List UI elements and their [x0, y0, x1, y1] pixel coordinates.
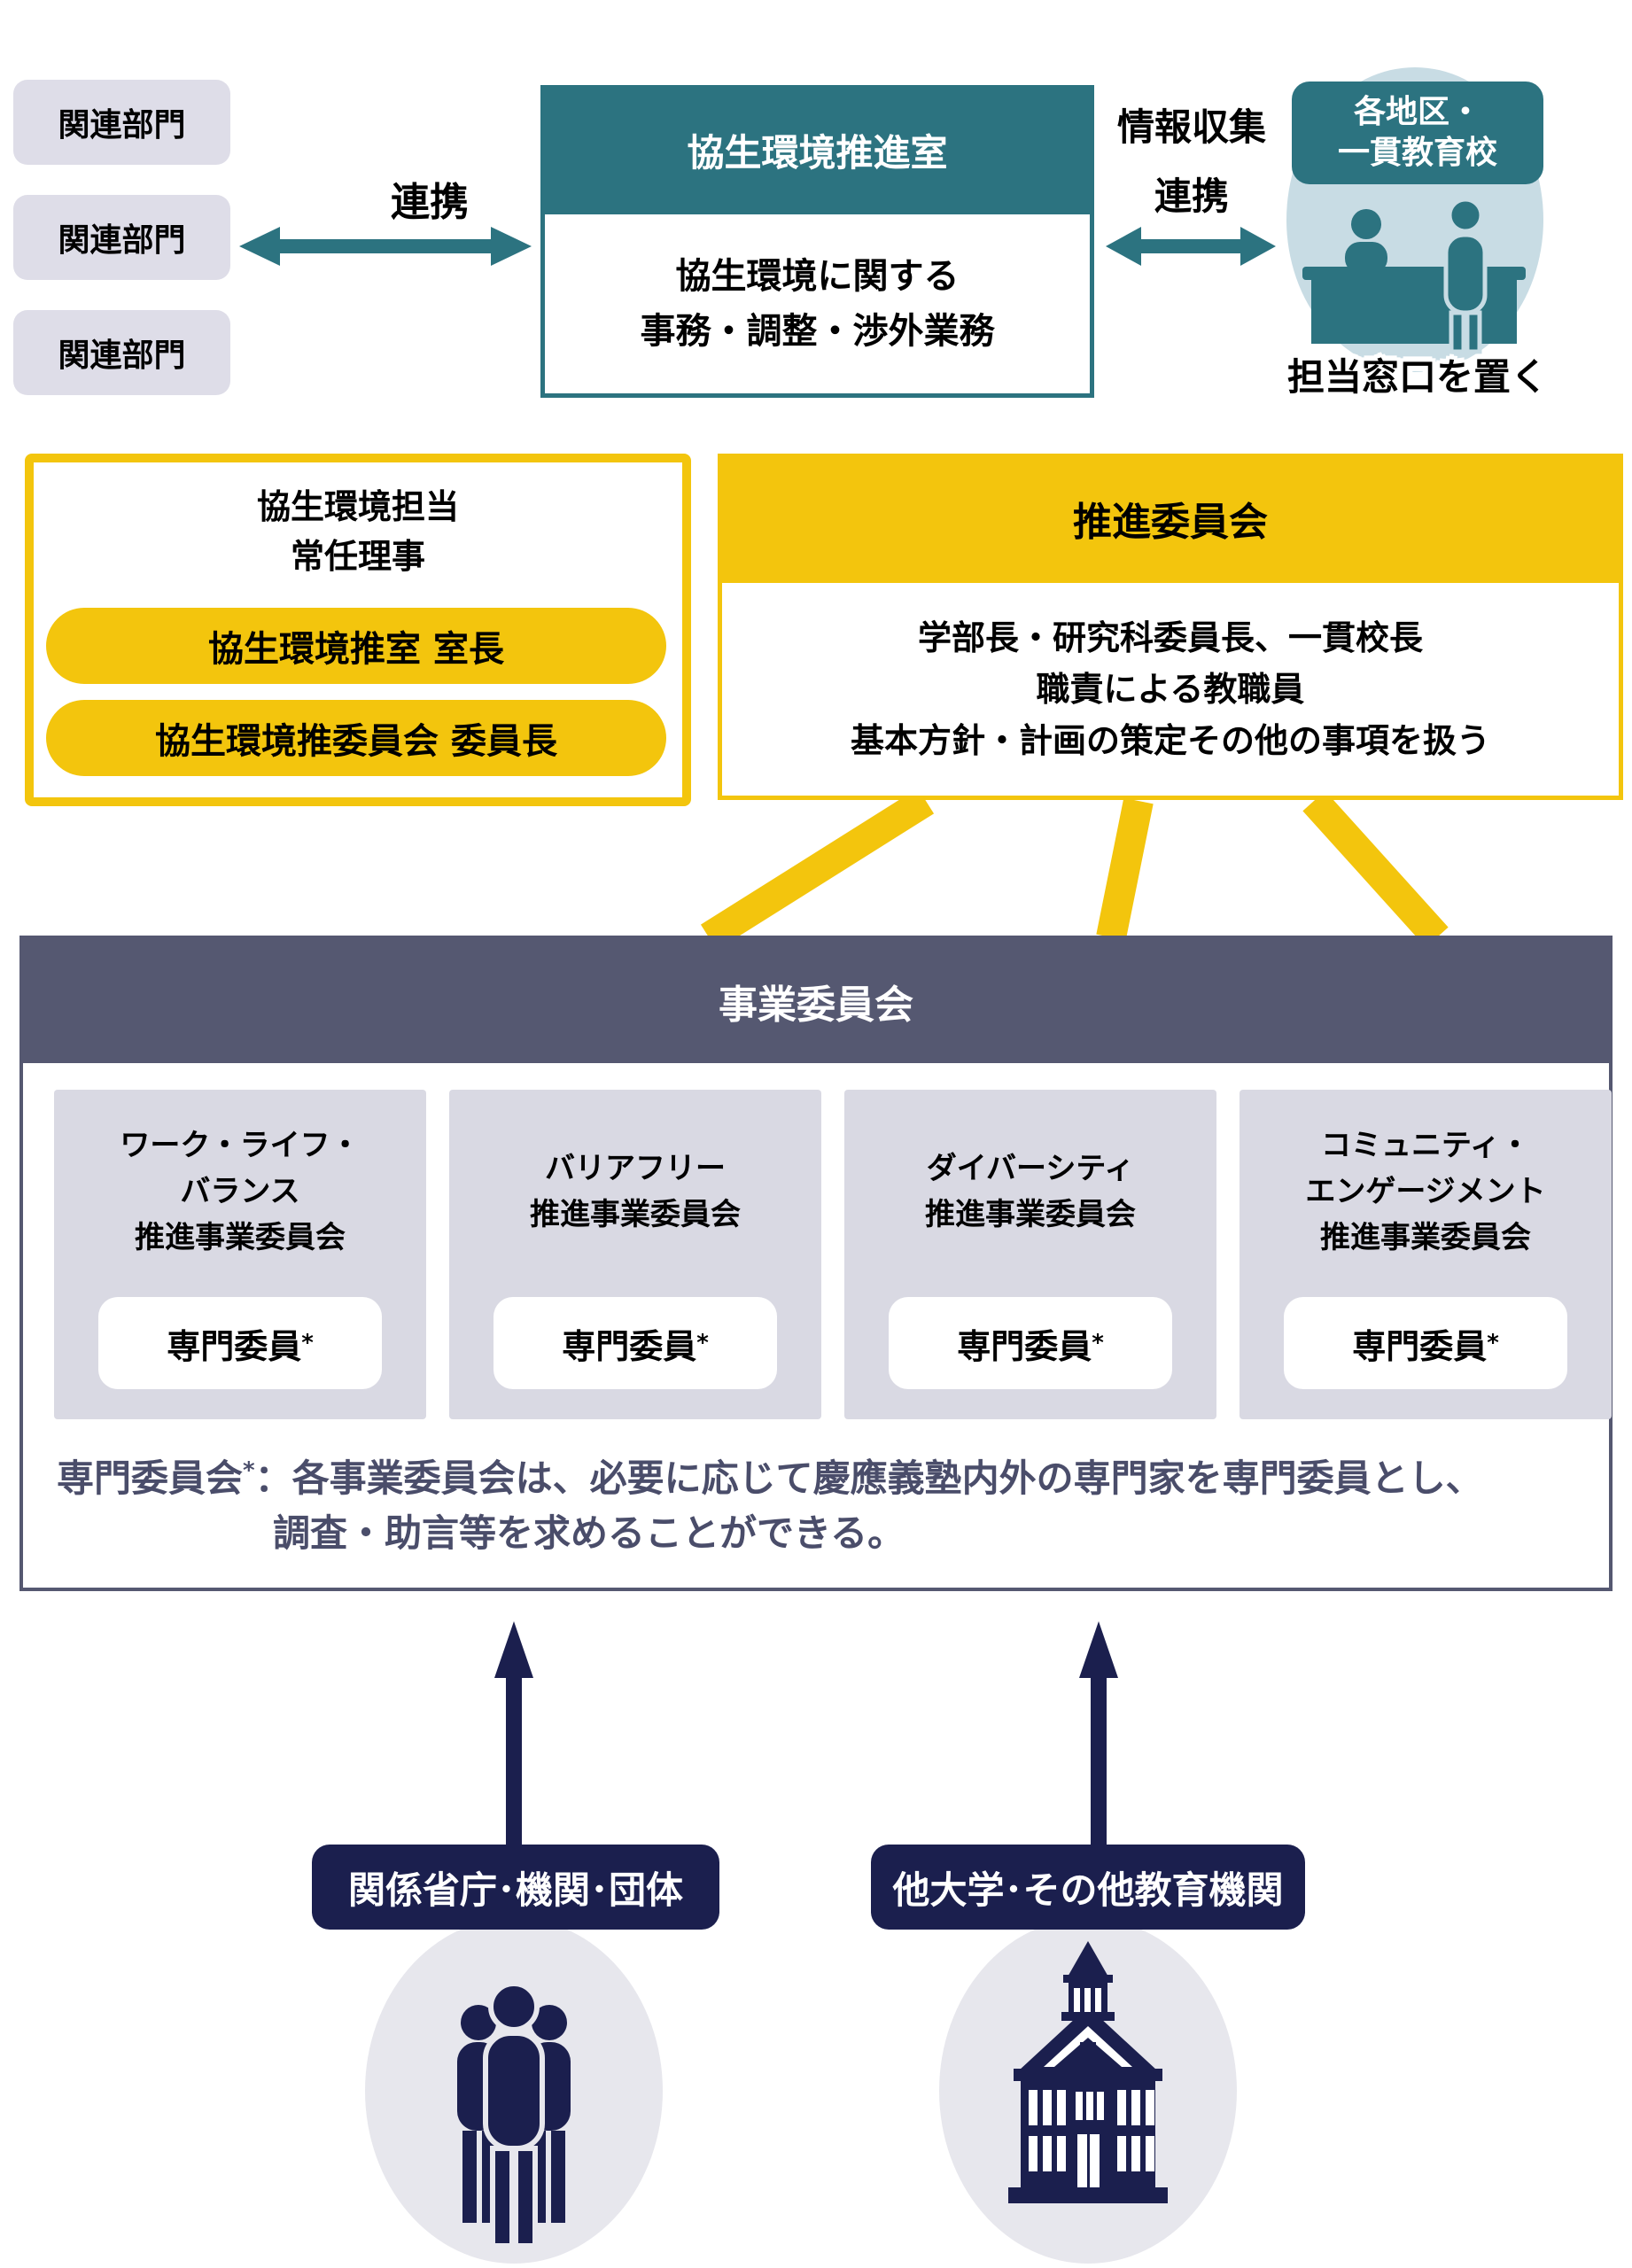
government-label: 関係省庁･機関･団体	[347, 1868, 683, 1912]
expert-member-pill: 専門委員*	[1284, 1297, 1567, 1389]
office-title: 協生環境推進室	[540, 85, 1094, 214]
reception-desk-icon	[1302, 197, 1526, 354]
business-committee-box: 事業委員会 ワーク・ライフ・ バランス 推進事業委員会 専門委員* バリアフリー…	[19, 936, 1613, 1591]
committee-card-wlb: ワーク・ライフ・ バランス 推進事業委員会 専門委員*	[54, 1090, 426, 1419]
asterisk: *	[243, 1457, 255, 1484]
related-dept-box-1: 関連部門	[13, 80, 230, 165]
committee-card-diversity: ダイバーシティ 推進事業委員会 専門委員*	[844, 1090, 1216, 1419]
footnote-prefix: 専門委員会	[57, 1456, 244, 1500]
connector-lines-icon	[700, 797, 1449, 939]
people-group-icon	[457, 1981, 571, 2249]
related-dept-label: 関連部門	[58, 107, 186, 144]
right-link-label-1: 情報収集	[1116, 105, 1266, 149]
right-double-arrow-icon	[1106, 227, 1276, 266]
committee-title: ダイバーシティ 推進事業委員会	[925, 1151, 1136, 1232]
footnote: 専門委員会*：各事業委員会は、必要に応じて慶應義塾内外の専門家を専門委員とし、 …	[57, 1451, 1598, 1561]
director-title: 協生環境担当 常任理事	[256, 487, 459, 576]
education-box: 他大学･その他教育機関	[871, 1845, 1305, 1930]
district-caption: 担当窓口を置く	[1286, 355, 1548, 399]
related-dept-label: 関連部門	[58, 338, 186, 374]
director-box: 協生環境担当 常任理事 協生環境推室 室長 協生環境推委員会 委員長	[25, 454, 691, 806]
office-body: 協生環境に関する 事務・調整・渉外業務	[540, 214, 1094, 398]
committee-title: ワーク・ライフ・ バランス 推進事業委員会	[120, 1128, 361, 1255]
committee-title: コミュニティ・ エンゲージメント 推進事業委員会	[1305, 1128, 1546, 1255]
school-building-icon	[1008, 1941, 1168, 2203]
expert-member-label: 専門委員	[167, 1326, 302, 1366]
expert-member-pill: 専門委員*	[889, 1297, 1172, 1389]
expert-member-label: 専門委員	[1352, 1326, 1488, 1366]
expert-member-label: 専門委員	[562, 1326, 697, 1366]
vertical-double-arrow-icon-left	[494, 1621, 533, 1914]
left-link-label: 連携	[391, 180, 469, 225]
promotion-committee-title: 推進委員会	[718, 454, 1623, 583]
education-label: 他大学･その他教育機関	[892, 1868, 1284, 1912]
expert-member-label: 専門委員	[957, 1326, 1092, 1366]
director-role-pill-2: 協生環境推委員会 委員長	[46, 700, 666, 776]
office-box: 協生環境推進室 協生環境に関する 事務・調整・渉外業務	[540, 85, 1094, 398]
related-dept-box-3: 関連部門	[13, 310, 230, 395]
district-box: 各地区・ 一貫教育校	[1292, 82, 1543, 184]
role-label: 協生環境推室 室長	[208, 629, 504, 670]
committee-card-barrierfree: バリアフリー 推進事業委員会 専門委員*	[449, 1090, 821, 1419]
expert-member-pill: 専門委員*	[493, 1297, 777, 1389]
related-dept-label: 関連部門	[58, 222, 186, 259]
right-link-label-2: 連携	[1154, 175, 1229, 218]
footnote-line1: ：各事業委員会は、必要に応じて慶應義塾内外の専門家を専門委員とし、	[254, 1456, 1483, 1500]
committee-title: バリアフリー 推進事業委員会	[530, 1151, 741, 1232]
promotion-committee-body: 学部長・研究科委員長、一貫校長 職責による教職員 基本方針・計画の策定その他の事…	[718, 583, 1623, 800]
director-role-pill-1: 協生環境推室 室長	[46, 608, 666, 684]
vertical-double-arrow-icon-right	[1079, 1621, 1118, 1914]
role-label: 協生環境推委員会 委員長	[155, 721, 557, 762]
related-dept-box-2: 関連部門	[13, 195, 230, 280]
committee-card-community: コミュニティ・ エンゲージメント 推進事業委員会 専門委員*	[1240, 1090, 1612, 1419]
government-box: 関係省庁･機関･団体	[312, 1845, 719, 1930]
footnote-line2: 調査・助言等を求めることができる。	[273, 1511, 905, 1555]
district-title: 各地区・ 一貫教育校	[1337, 94, 1497, 171]
left-double-arrow-icon	[239, 227, 532, 266]
expert-member-pill: 専門委員*	[98, 1297, 382, 1389]
promotion-committee-box: 推進委員会 学部長・研究科委員長、一貫校長 職責による教職員 基本方針・計画の策…	[718, 454, 1623, 800]
business-committee-title: 事業委員会	[23, 939, 1609, 1063]
